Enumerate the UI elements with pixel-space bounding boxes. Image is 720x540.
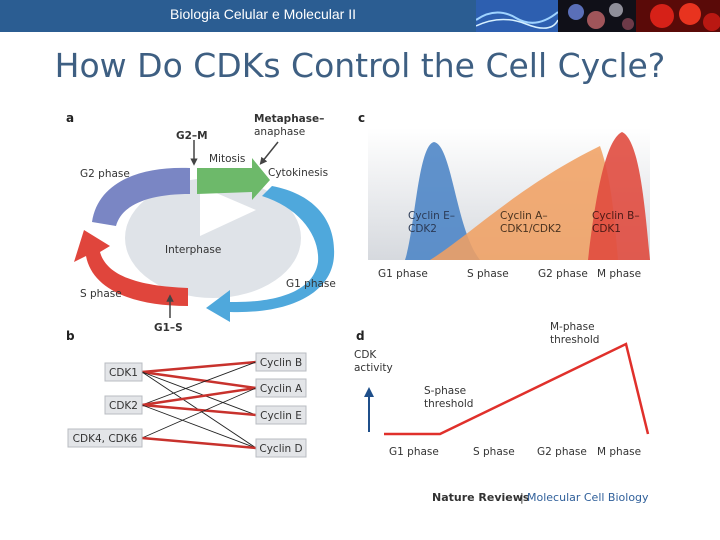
m-threshold-label-2: threshold	[550, 334, 599, 346]
cyclina-box	[255, 378, 307, 398]
course-title: Biologia Celular e Molecular II	[170, 6, 356, 22]
s-threshold-label-1: S-phase	[424, 385, 466, 397]
g1-segment	[206, 186, 335, 322]
cdk-activity-line	[384, 342, 650, 436]
panel-d-letter: d	[356, 329, 365, 343]
cycline-label: Cyclin E	[260, 410, 302, 422]
link-cdk1-cyclina	[141, 370, 257, 390]
peak-cyclin-a-label-1: Cyclin A–	[500, 210, 548, 222]
d-phase-g1: G1 phase	[389, 446, 439, 458]
cdk1-label: CDK1	[109, 367, 138, 379]
peak-cyclin-a	[430, 146, 618, 260]
credit-line: Nature Reviews | Molecular Cell Biology	[432, 491, 649, 504]
cdk-cyclin-links	[141, 360, 257, 450]
interphase-disc	[125, 178, 301, 298]
panel-b: b CDK1 CDK2 CDK4, CDK6 Cyclin B Cyclin A…	[66, 329, 307, 458]
cyclind-label: Cyclin D	[259, 443, 302, 455]
c-phase-g2: G2 phase	[538, 268, 588, 280]
link-cdk2-cyclina	[141, 386, 257, 407]
g2-segment	[92, 167, 190, 226]
label-g1s: G1–S	[154, 322, 183, 334]
s-segment	[74, 230, 188, 306]
label-interphase: Interphase	[165, 244, 221, 256]
s-threshold-label-2: threshold	[424, 398, 473, 410]
cycline-box	[255, 405, 307, 425]
peak-cyclin-b-label-1: Cyclin B–	[592, 210, 640, 222]
link-cdk46-cyclind	[141, 436, 257, 450]
link-cdk2-cyclind	[141, 404, 257, 449]
d-ylabel-1: CDK	[354, 349, 377, 361]
peak-cyclin-e-label-2: CDK2	[408, 223, 437, 235]
link-cdk1-cycline	[141, 371, 257, 416]
label-g2m: G2–M	[176, 130, 208, 142]
cdk46-label: CDK4, CDK6	[73, 433, 138, 445]
label-s-phase: S phase	[80, 288, 122, 300]
cyclinb-label: Cyclin B	[260, 357, 302, 369]
panel-c-letter: c	[358, 111, 365, 125]
link-cdk1-cyclinb	[141, 360, 257, 374]
link-cdk46-cyclina	[141, 387, 257, 439]
peak-cyclin-b	[588, 132, 650, 260]
c-phase-s: S phase	[467, 268, 509, 280]
header-bar: Biologia Celular e Molecular II	[0, 0, 720, 32]
panel-d: d CDK activity M-phase threshold S-phase…	[354, 321, 650, 458]
label-g1-phase: G1 phase	[286, 278, 336, 290]
d-phase-s: S phase	[473, 446, 515, 458]
d-phase-m: M phase	[597, 446, 641, 458]
panel-c: c Cyclin E– CDK2 Cyclin A– CDK1/CDK2 Cyc…	[358, 111, 650, 280]
label-cytokinesis: Cytokinesis	[268, 167, 328, 179]
peak-cyclin-a-label-2: CDK1/CDK2	[500, 223, 562, 235]
peak-cyclin-e	[405, 142, 480, 260]
c-phase-m: M phase	[597, 268, 641, 280]
cdk2-box	[104, 395, 143, 415]
m-threshold-label-1: M-phase	[550, 321, 595, 333]
label-metaphase-2: anaphase	[254, 126, 305, 138]
d-ylabel-2: activity	[354, 362, 393, 374]
cyclind-box	[255, 438, 307, 458]
link-cdk2-cyclinb	[141, 361, 257, 406]
cdk2-label: CDK2	[109, 400, 138, 412]
credit-section: Molecular Cell Biology	[527, 491, 649, 504]
panel-a-letter: a	[66, 111, 74, 125]
metaphase-arrow	[259, 141, 279, 165]
cdk46-box	[67, 428, 143, 448]
d-phase-g2: G2 phase	[537, 446, 587, 458]
banner-image	[476, 0, 720, 32]
label-g2-phase: G2 phase	[80, 168, 130, 180]
link-cdk2-cycline	[141, 403, 257, 417]
panel-a: a G2–M Metaphase– anaphase Mitosis Cytok…	[66, 111, 336, 334]
panel-b-letter: b	[66, 329, 75, 343]
credit-journal: Nature Reviews	[432, 491, 530, 504]
slide-title: How Do CDKs Control the Cell Cycle?	[54, 46, 666, 85]
cyclina-label: Cyclin A	[260, 383, 303, 395]
peak-cyclin-e-label-1: Cyclin E–	[408, 210, 455, 222]
label-metaphase-1: Metaphase–	[254, 113, 324, 125]
c-phase-g1: G1 phase	[378, 268, 428, 280]
mitosis-wedge	[200, 186, 256, 236]
cyclinb-box	[255, 352, 307, 372]
cdk1-box	[104, 362, 143, 382]
mitosis-segment	[197, 158, 270, 200]
credit-separator: |	[520, 491, 524, 504]
peak-cyclin-b-label-2: CDK1	[592, 223, 621, 235]
label-mitosis: Mitosis	[209, 153, 245, 165]
